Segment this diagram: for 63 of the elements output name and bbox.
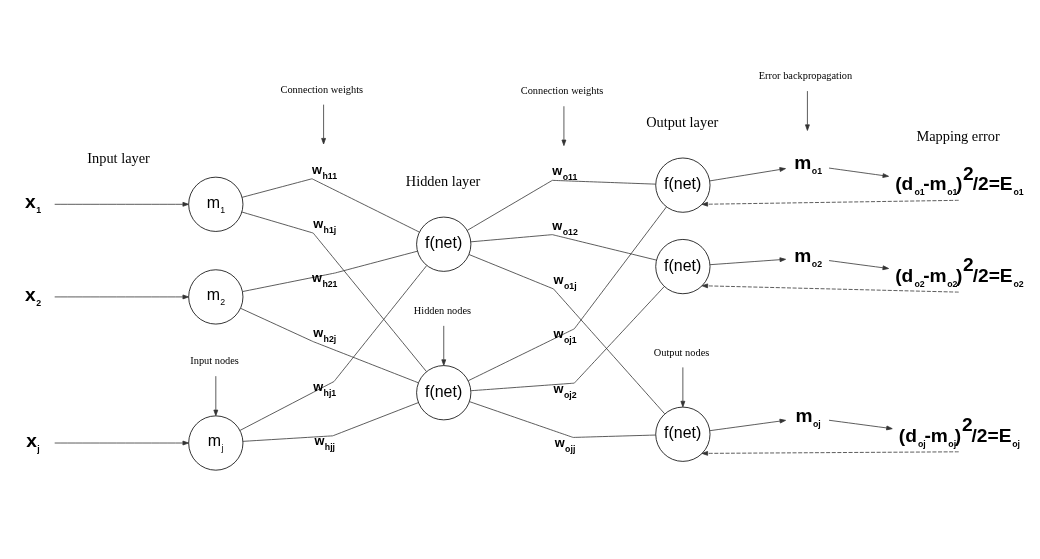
node-text: m$_{o1}$ xyxy=(794,152,823,177)
label: Output layer xyxy=(646,114,719,131)
node-circle: m$_{j}$ xyxy=(188,415,244,471)
connector xyxy=(241,211,427,372)
edge-label: w$_{h11}$ xyxy=(312,161,338,181)
node-text: x$_{j}$ xyxy=(26,430,40,455)
label: Hidden layer xyxy=(405,173,481,190)
arrow xyxy=(213,375,219,417)
connector xyxy=(241,178,420,233)
node-text: Input nodes xyxy=(190,355,239,367)
arrow xyxy=(561,105,567,146)
edge-label: w$_{h2j}$ xyxy=(313,324,337,344)
arrow xyxy=(54,201,189,207)
label: Input layer xyxy=(87,150,150,167)
edge-label: w$_{h21}$ xyxy=(312,270,338,290)
node-text: Connection weights xyxy=(280,83,364,95)
connector xyxy=(468,254,665,415)
node-circle: f(net) xyxy=(416,216,472,272)
connector xyxy=(467,206,667,382)
edge-label: w$_{oj1}$ xyxy=(553,326,577,346)
connector xyxy=(242,402,419,442)
arrow xyxy=(321,104,326,145)
node-text: Output nodes xyxy=(653,346,710,358)
arrow xyxy=(701,283,960,293)
connector xyxy=(240,307,419,384)
edge-label: w$_{oj2}$ xyxy=(553,380,577,400)
edge-label: w$_{o11}$ xyxy=(552,163,578,183)
node-text: m$_{o2}$ xyxy=(794,244,823,269)
edge-label: w$_{o12}$ xyxy=(552,217,578,237)
connector xyxy=(469,401,657,438)
node-text: Error backpropagation xyxy=(758,70,853,82)
connector xyxy=(466,179,656,231)
edge-label: w$_{ojj}$ xyxy=(554,434,576,454)
arrow xyxy=(828,419,893,431)
arrow xyxy=(709,257,786,266)
arrow xyxy=(805,90,810,131)
arrow xyxy=(54,294,189,300)
connector xyxy=(242,250,418,292)
arrow xyxy=(441,325,447,366)
node-text: Hidden nodes xyxy=(413,305,472,317)
node-circle: f(net) xyxy=(416,365,472,421)
arrow xyxy=(701,199,960,207)
node-circle: m$_{2}$ xyxy=(188,269,244,325)
node-text: x$_{2}$ xyxy=(25,284,42,309)
edge-label: w$_{h1j}$ xyxy=(313,216,337,236)
edge-label: w$_{hj1}$ xyxy=(313,378,337,398)
edge-label: w$_{hjj}$ xyxy=(314,433,336,453)
arrow xyxy=(54,440,189,446)
arrow xyxy=(709,418,786,432)
connector xyxy=(470,234,657,261)
arrow xyxy=(828,167,889,178)
node-text: Connection weights xyxy=(520,85,604,97)
arrow xyxy=(701,451,960,456)
node-circle: m$_{1}$ xyxy=(188,176,244,232)
arrow xyxy=(680,367,686,408)
arrow xyxy=(828,260,889,271)
connector xyxy=(239,265,427,431)
connector xyxy=(470,286,665,392)
label: Mapping error xyxy=(916,127,1000,144)
edge-label: w$_{o1j}$ xyxy=(553,271,577,291)
node-text: m$_{oj}$ xyxy=(795,404,821,429)
node-text: x$_{1}$ xyxy=(25,191,42,216)
arrow xyxy=(709,167,786,182)
